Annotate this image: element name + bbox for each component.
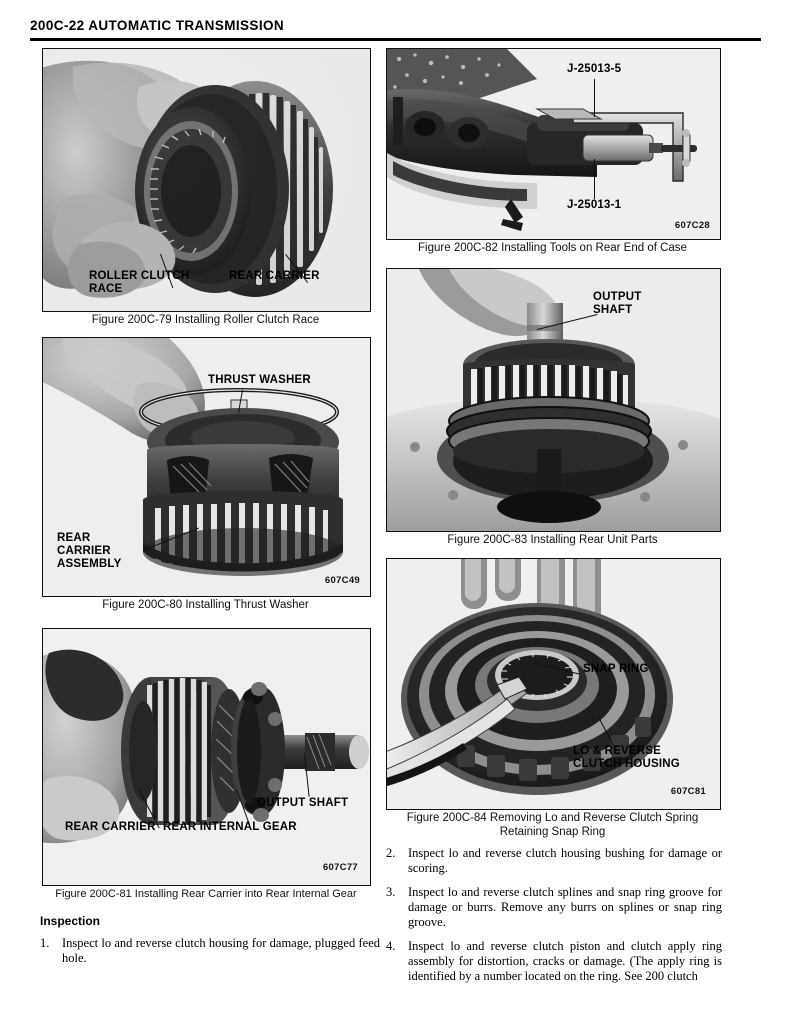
- leader-line-j-25013-1: [594, 159, 595, 199]
- inspection-heading: Inspection: [40, 914, 101, 928]
- label-roller-clutch-race: ROLLER CLUTCH RACE: [89, 270, 190, 295]
- label-lo-and-reverse-clutch-housing: LO & REVERSE CLUTCH HOUSING: [573, 745, 680, 770]
- label-j-25013-1: J-25013-1: [567, 199, 622, 211]
- photo-id-607c81: 607C81: [670, 786, 706, 797]
- photo-installing-rear-carrier-into-rear-internal-gear: [43, 629, 370, 885]
- caption-200c-83: Figure 200C-83 Installing Rear Unit Part…: [447, 534, 658, 546]
- figure-200c-81: REAR CARRIER REAR INTERNAL GEAR OUTPUT S…: [42, 628, 371, 886]
- header-rule: [30, 38, 761, 41]
- list-item-text: Inspect lo and reverse clutch piston and…: [408, 939, 722, 983]
- page-title: 200C-22 AUTOMATIC TRANSMISSION: [30, 18, 285, 33]
- inspection-list-right: 2. Inspect lo and reverse clutch housing…: [386, 846, 722, 993]
- list-item-text: Inspect lo and reverse clutch housing bu…: [408, 846, 722, 875]
- photo-installing-thrust-washer: [43, 338, 370, 596]
- label-rear-carrier-assembly: REAR CARRIER ASSEMBLY: [57, 532, 122, 570]
- label-output-shaft-81: OUTPUT SHAFT: [257, 797, 349, 809]
- list-item: 4. Inspect lo and reverse clutch piston …: [386, 939, 722, 984]
- caption-200c-84: Figure 200C-84 Removing Lo and Reverse C…: [406, 812, 699, 838]
- list-item-number: 3.: [386, 885, 396, 899]
- list-item-number: 2.: [386, 846, 396, 860]
- list-item-text: Inspect lo and reverse clutch splines an…: [408, 885, 722, 929]
- list-item: 2. Inspect lo and reverse clutch housing…: [386, 846, 722, 876]
- photo-installing-tools-on-rear-end-of-case: [387, 49, 720, 239]
- photo-installing-rear-unit-parts: [387, 269, 720, 531]
- page-header: 200C-22 AUTOMATIC TRANSMISSION: [30, 18, 761, 41]
- inspection-list-left: 1. Inspect lo and reverse clutch housing…: [40, 936, 380, 975]
- figure-200c-84: SNAP RING LO & REVERSE CLUTCH HOUSING 60…: [386, 558, 721, 810]
- label-rear-carrier: REAR CARRIER: [229, 270, 320, 282]
- photo-removing-lo-and-reverse-clutch-spring-retaining-snap-ring: [387, 559, 720, 809]
- label-thrust-washer: THRUST WASHER: [208, 374, 311, 386]
- photo-id-607c77: 607C77: [322, 862, 358, 873]
- label-rear-internal-gear: REAR INTERNAL GEAR: [163, 821, 297, 833]
- list-item-number: 1.: [40, 936, 50, 950]
- list-item-text: Inspect lo and reverse clutch housing fo…: [62, 936, 380, 965]
- label-output-shaft-83: OUTPUT SHAFT: [593, 291, 642, 316]
- label-j-25013-5: J-25013-5: [567, 63, 622, 75]
- figure-200c-79: ROLLER CLUTCH RACE REAR CARRIER: [42, 48, 371, 312]
- caption-200c-82: Figure 200C-82 Installing Tools on Rear …: [418, 242, 687, 254]
- label-rear-carrier-81: REAR CARRIER: [65, 821, 156, 833]
- caption-200c-79: Figure 200C-79 Installing Roller Clutch …: [91, 314, 320, 326]
- list-item: 1. Inspect lo and reverse clutch housing…: [40, 936, 380, 966]
- leader-line-j-25013-5: [594, 79, 595, 117]
- photo-id-607c49: 607C49: [324, 575, 360, 586]
- caption-200c-81: Figure 200C-81 Installing Rear Carrier i…: [55, 888, 357, 900]
- photo-installing-roller-clutch-race: [43, 49, 370, 311]
- caption-200c-80: Figure 200C-80 Installing Thrust Washer: [102, 599, 309, 611]
- figure-200c-80: THRUST WASHER REAR CARRIER ASSEMBLY 607C…: [42, 337, 371, 597]
- list-item-number: 4.: [386, 939, 396, 953]
- label-snap-ring: SNAP RING: [583, 663, 649, 675]
- figure-200c-83: OUTPUT SHAFT: [386, 268, 721, 532]
- photo-id-607c28: 607C28: [674, 220, 710, 231]
- figure-200c-82: J-25013-5 J-25013-1 607C28: [386, 48, 721, 240]
- list-item: 3. Inspect lo and reverse clutch splines…: [386, 885, 722, 930]
